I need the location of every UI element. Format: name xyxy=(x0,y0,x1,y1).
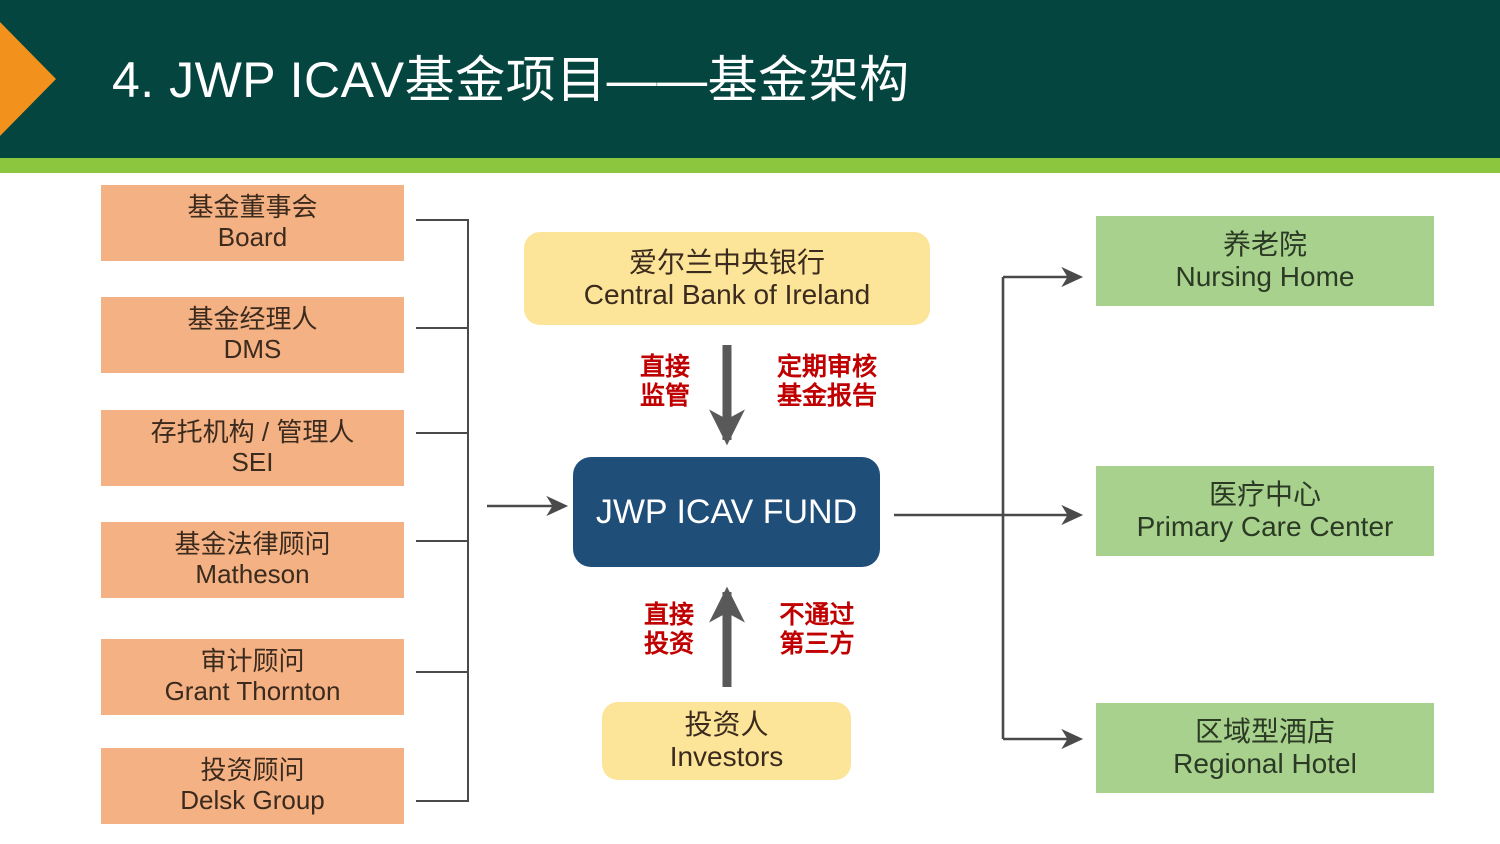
box-label-en: SEI xyxy=(231,447,274,477)
flow-label-direct-supervision: 直接 监管 xyxy=(625,353,705,411)
box-label-en: Grant Thornton xyxy=(164,676,341,706)
box-label-cn: 投资人 xyxy=(684,709,769,741)
box-label-cn: 审计顾问 xyxy=(200,646,305,677)
flow-label-line1: 直接 xyxy=(639,353,690,381)
service-provider-box-sei[interactable]: 存托机构 / 管理人 SEI xyxy=(101,410,404,486)
asset-box-primary-care-center[interactable]: 医疗中心 Primary Care Center xyxy=(1096,466,1434,556)
fund-box-jwp-icav-fund[interactable]: JWP ICAV FUND xyxy=(573,457,880,567)
service-provider-box-delsk-group[interactable]: 投资顾问 Delsk Group xyxy=(101,748,404,824)
box-label-en: Board xyxy=(217,222,288,252)
connector-matheson-stub xyxy=(416,540,468,542)
box-label-cn: 区域型酒店 xyxy=(1194,716,1335,748)
box-label-cn: 养老院 xyxy=(1222,229,1307,261)
box-label-cn: 基金董事会 xyxy=(187,192,318,223)
connector-left-spine xyxy=(467,219,469,802)
service-provider-box-board[interactable]: 基金董事会 Board xyxy=(101,185,404,261)
box-label-cn: 基金经理人 xyxy=(187,304,318,335)
service-provider-box-matheson[interactable]: 基金法律顾问 Matheson xyxy=(101,522,404,598)
connector-audit-stub xyxy=(416,671,468,673)
header-band xyxy=(0,0,1500,158)
service-provider-box-grant-thornton[interactable]: 审计顾问 Grant Thornton xyxy=(101,639,404,715)
box-label-en: Central Bank of Ireland xyxy=(583,278,871,310)
flow-label-no-third-party: 不通过 第三方 xyxy=(762,601,872,659)
flow-label-line2: 基金报告 xyxy=(776,381,877,410)
flow-label-line2: 投资 xyxy=(643,629,694,658)
fund-label: JWP ICAV FUND xyxy=(595,492,858,531)
flow-label-periodic-audit: 定期审核 基金报告 xyxy=(762,353,892,411)
regulator-box-central-bank-of-ireland[interactable]: 爱尔兰中央银行 Central Bank of Ireland xyxy=(524,232,930,325)
asset-box-nursing-home[interactable]: 养老院 Nursing Home xyxy=(1096,216,1434,306)
investors-box[interactable]: 投资人 Investors xyxy=(602,702,851,780)
flow-label-line2: 第三方 xyxy=(779,629,855,658)
flow-label-line1: 不通过 xyxy=(779,601,855,629)
chevron-icon xyxy=(0,22,56,136)
box-label-en: Investors xyxy=(669,741,784,772)
box-label-cn: 医疗中心 xyxy=(1208,479,1321,511)
flow-label-line1: 直接 xyxy=(643,601,694,629)
box-label-cn: 投资顾问 xyxy=(200,755,305,786)
box-label-en: Regional Hotel xyxy=(1173,748,1357,779)
asset-box-regional-hotel[interactable]: 区域型酒店 Regional Hotel xyxy=(1096,703,1434,793)
flow-label-line1: 定期审核 xyxy=(776,353,877,381)
box-label-en: Primary Care Center xyxy=(1136,511,1394,542)
box-label-en: Matheson xyxy=(195,559,310,589)
service-provider-box-dms[interactable]: 基金经理人 DMS xyxy=(101,297,404,373)
flow-label-direct-investment: 直接 投资 xyxy=(629,601,709,659)
connector-sei-stub xyxy=(416,432,468,434)
flow-label-line2: 监管 xyxy=(639,381,690,410)
box-label-en: DMS xyxy=(223,334,282,364)
connector-board-stub xyxy=(416,219,468,221)
box-label-en: Delsk Group xyxy=(180,785,325,815)
box-label-cn: 爱尔兰中央银行 xyxy=(628,246,825,278)
page-title: 4. JWP ICAV基金项目——基金架构 xyxy=(112,52,910,108)
box-label-cn: 基金法律顾问 xyxy=(174,529,331,560)
connector-advisor-stub xyxy=(416,800,468,802)
arrow-fund-to-assets-spine xyxy=(894,266,1084,750)
header-accent-bar xyxy=(0,158,1500,173)
connector-dms-stub xyxy=(416,327,468,329)
box-label-cn: 存托机构 / 管理人 xyxy=(150,417,355,448)
box-label-en: Nursing Home xyxy=(1175,261,1355,292)
